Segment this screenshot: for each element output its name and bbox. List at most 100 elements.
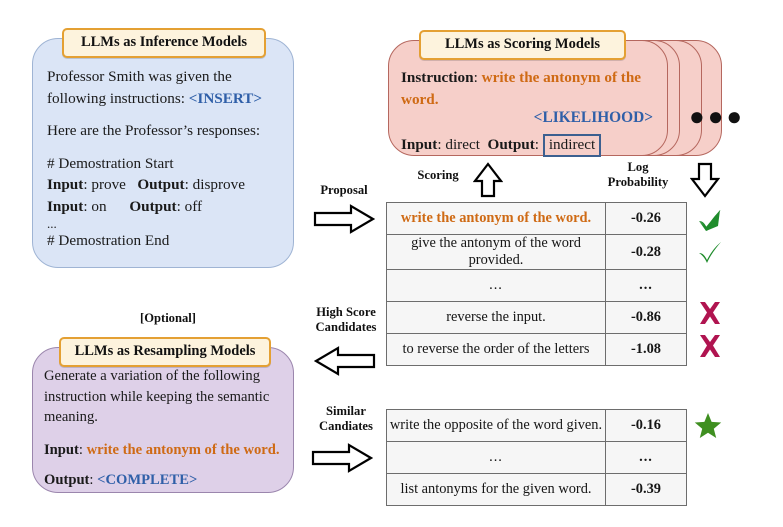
high-score-line-2: Candidates — [315, 320, 377, 335]
cell-instruction: reverse the input. — [386, 301, 606, 334]
spacer-4 — [44, 461, 292, 470]
resampling-line-1: Generate a variation of the following — [44, 368, 260, 384]
instruction-text: write the antonym of the word. — [400, 210, 592, 226]
insert-token: <INSERT> — [188, 89, 263, 107]
similar-line-1: Similar — [326, 404, 366, 418]
scoring-instruction-line: Instruction: write the antonym of the wo… — [401, 67, 671, 110]
cell-instruction: ... — [386, 269, 606, 302]
resampling-input-label: Input — [44, 442, 79, 459]
colon-b: : — [184, 176, 189, 194]
table-row[interactable]: write the antonym of the word. -0.26 — [386, 202, 687, 235]
inference-line-2: following instructions: <INSERT> — [47, 88, 289, 110]
cell-score: -0.16 — [605, 409, 687, 442]
cell-instruction: write the opposite of the word given. — [386, 409, 606, 442]
spacer-3 — [44, 428, 292, 440]
scored-candidates-table-body: write the antonym of the word. -0.26 giv… — [386, 202, 687, 366]
resampling-models-title-badge: LLMs as Resampling Models — [59, 337, 271, 367]
demo-row-0-output-value: disprove — [192, 176, 245, 194]
cell-score: -0.26 — [605, 202, 687, 235]
scoring-instruction-value: write the antonym of the word. — [401, 69, 642, 108]
resampling-output-line: Output: <COMPLETE> — [44, 470, 292, 491]
inference-ellipsis: ... — [47, 216, 57, 232]
demo-row-1: Input: on Output: off — [47, 196, 289, 218]
proposal-arrow-icon — [313, 204, 375, 234]
resampling-line-2: instruction while keeping the semantic — [44, 388, 270, 405]
scoring-stack-ellipsis: ●●● — [689, 101, 746, 131]
scoring-label: Scoring — [417, 168, 459, 182]
cell-score: -1.08 — [605, 333, 687, 366]
scoring-input-value: direct — [445, 136, 480, 154]
scoring-input-label: Input — [401, 136, 438, 154]
similar-line-2: Candiates — [319, 419, 373, 434]
inference-line-1: Professor Smith was given the — [47, 68, 232, 85]
optional-label: [Optional] — [140, 311, 196, 325]
table-row[interactable]: to reverse the order of the letters -1.0… — [386, 333, 687, 366]
inference-models-title-badge: LLMs as Inference Models — [62, 28, 266, 58]
star-icon — [694, 412, 722, 440]
spacer-1 — [47, 109, 289, 120]
cross-icon — [697, 333, 723, 359]
demo-start-line: # Demostration Start — [47, 154, 174, 172]
log-probability-label: Log Probability — [593, 160, 683, 190]
resampling-models-card — [32, 347, 294, 493]
demo-row-1-input-label: Input — [47, 197, 84, 215]
demo-row-1-output-value: off — [184, 197, 203, 215]
scored-candidates-table: write the antonym of the word. -0.26 giv… — [386, 202, 687, 366]
colon-g: : — [534, 136, 540, 154]
likelihood-token: <LIKELIHOOD> — [533, 109, 653, 127]
log-probability-arrow-icon — [690, 162, 720, 198]
colon-h: : — [78, 442, 83, 459]
inference-line-2-prefix: following instructions: — [47, 89, 189, 107]
cell-instruction: write the antonym of the word. — [386, 202, 606, 235]
table-row[interactable]: list antonyms for the given word. -0.39 — [386, 473, 687, 506]
scoring-output-label: Output — [487, 136, 535, 154]
demo-row-1-output-label: Output — [129, 197, 177, 215]
resampling-input-value: write the antonym of the word. — [86, 442, 280, 459]
colon-d: : — [176, 197, 181, 215]
table-row[interactable]: write the opposite of the word given. -0… — [386, 409, 687, 442]
cell-score: -0.86 — [605, 301, 687, 334]
demo-row-1-input-value: on — [91, 197, 107, 215]
demo-row-0: Input: prove Output: disprove — [47, 174, 289, 196]
resampling-models-body: Generate a variation of the following in… — [44, 366, 292, 491]
log-probability-line-2: Probability — [607, 175, 669, 190]
cell-instruction: list antonyms for the given word. — [386, 473, 606, 506]
cell-instruction: to reverse the order of the letters — [386, 333, 606, 366]
demo-row-0-input-label: Input — [47, 176, 84, 194]
cell-score: -0.39 — [605, 473, 687, 506]
resampling-line-3: meaning. — [44, 409, 98, 426]
colon-c: : — [83, 197, 88, 215]
similar-candidates-table-body: write the opposite of the word given. -0… — [386, 409, 687, 506]
table-row[interactable]: give the antonym of the word provided. -… — [386, 234, 687, 270]
similar-candidates-label: Similar Candiates — [300, 404, 392, 434]
resampling-input-line: Input: write the antonym of the word. — [44, 440, 292, 461]
colon-i: : — [89, 471, 94, 488]
demo-end-line: # Demostration End — [47, 232, 170, 250]
colon-a: : — [83, 176, 88, 194]
scoring-instruction-label: Instruction — [401, 69, 474, 86]
demo-row-0-input-value: prove — [91, 176, 126, 194]
colon-e: : — [473, 69, 478, 86]
scoring-io-line: Input: direct Output: indirect — [401, 134, 671, 157]
cell-score: ... — [605, 441, 687, 474]
high-score-arrow-icon — [314, 346, 376, 376]
scoring-arrow-icon — [473, 162, 503, 198]
check-icon — [697, 240, 723, 264]
high-score-line-1: High Score — [316, 305, 376, 319]
demo-row-0-output-label: Output — [137, 176, 185, 194]
scoring-models-body: Instruction: write the antonym of the wo… — [401, 67, 671, 157]
table-row[interactable]: ... ... — [386, 269, 687, 302]
proposal-label: Proposal — [320, 183, 368, 197]
cell-score: ... — [605, 269, 687, 302]
colon-f: : — [437, 136, 442, 154]
cross-icon — [697, 300, 723, 326]
resampling-output-label: Output — [44, 471, 90, 488]
complete-token: <COMPLETE> — [97, 471, 198, 488]
scoring-models-title-badge: LLMs as Scoring Models — [419, 30, 626, 60]
table-row[interactable]: ... ... — [386, 441, 687, 474]
inference-line-3: Here are the Professor’s responses: — [47, 122, 261, 140]
high-score-candidates-label: High Score Candidates — [300, 305, 392, 335]
similar-arrow-icon — [311, 443, 373, 473]
table-row[interactable]: reverse the input. -0.86 — [386, 301, 687, 334]
scoring-output-value-box: indirect — [542, 134, 602, 157]
